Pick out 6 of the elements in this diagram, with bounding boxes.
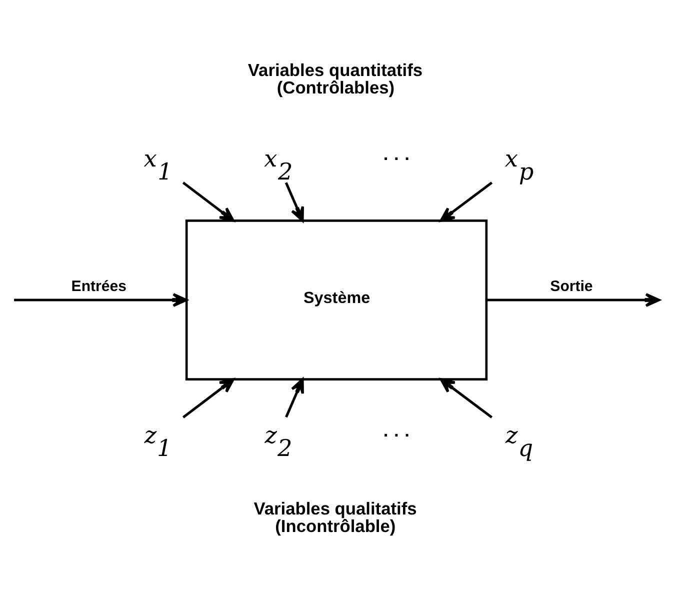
- label: Variables qualitatifs (Incontrôlable): [254, 498, 417, 536]
- label: Variables quantitatifs (Contrôlables): [248, 59, 423, 97]
- edge-label: Entrées: [71, 278, 126, 295]
- edge-label: Sortie: [550, 278, 593, 295]
- label: · · ·: [383, 148, 410, 168]
- label: · · ·: [383, 424, 410, 445]
